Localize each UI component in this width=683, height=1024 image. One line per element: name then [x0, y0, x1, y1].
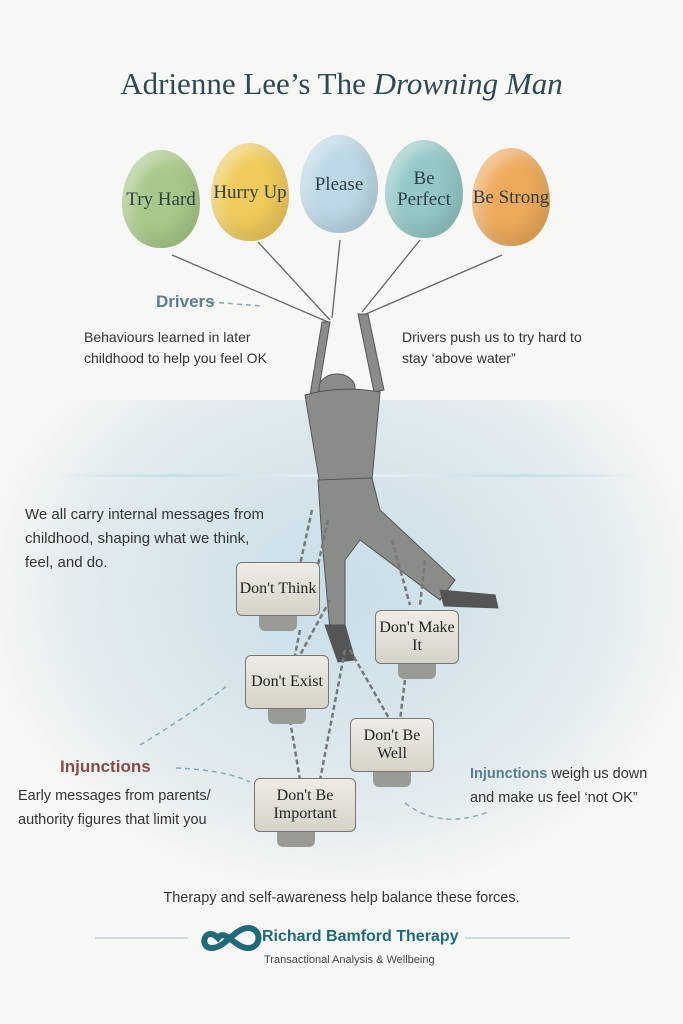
balloon-be-perfect: Be Perfect: [385, 140, 463, 238]
page-title: Adrienne Lee’s The Drowning Man: [0, 66, 683, 102]
injunctions-description: Early messages from parents/ authority f…: [18, 788, 211, 828]
balloon-strings: [171, 239, 503, 323]
drivers-heading: Drivers: [156, 292, 215, 311]
injunctions-note-bold: Injunctions: [470, 766, 548, 782]
balloon-please: Please: [300, 135, 378, 233]
infinity-logo-icon: [201, 924, 262, 952]
drivers-description: Behaviours learned in later childhood to…: [84, 329, 267, 366]
balloon-try-hard: Try Hard: [122, 150, 200, 248]
drivers-note: Drivers push us to try hard to stay ‘abo…: [402, 329, 582, 366]
balloon-hurry-up: Hurry Up: [211, 143, 289, 241]
brand-subtitle: Transactional Analysis & Wellbeing: [264, 954, 435, 966]
weight-dont-be-important: Don't Be Important: [254, 778, 356, 847]
drowning-man-icon: [304, 313, 499, 663]
weight-dont-make-it: Don't Make It: [375, 610, 459, 679]
injunctions-note-text: weigh us down and make us feel ‘not OK”: [470, 766, 648, 806]
weight-dont-be-well: Don't Be Well: [350, 718, 434, 787]
weight-dont-think: Don't Think: [236, 562, 320, 631]
arrows: [139, 301, 489, 820]
title-italic: Drowning Man: [373, 66, 563, 101]
title-text: Adrienne Lee’s The: [120, 66, 374, 101]
injunctions-note: Injunctions weigh us down and make us fe…: [470, 762, 670, 810]
intro-text: We all carry internal messages from chil…: [25, 506, 264, 571]
injunctions-heading: Injunctions: [60, 757, 151, 776]
brand-name: Richard Bamford Therapy: [262, 928, 459, 945]
balloon-be-strong: Be Strong: [472, 148, 550, 246]
weight-dont-exist: Don't Exist: [245, 655, 329, 724]
footer-tagline: Therapy and self-awareness help balance …: [163, 890, 520, 906]
chains: [288, 509, 427, 781]
